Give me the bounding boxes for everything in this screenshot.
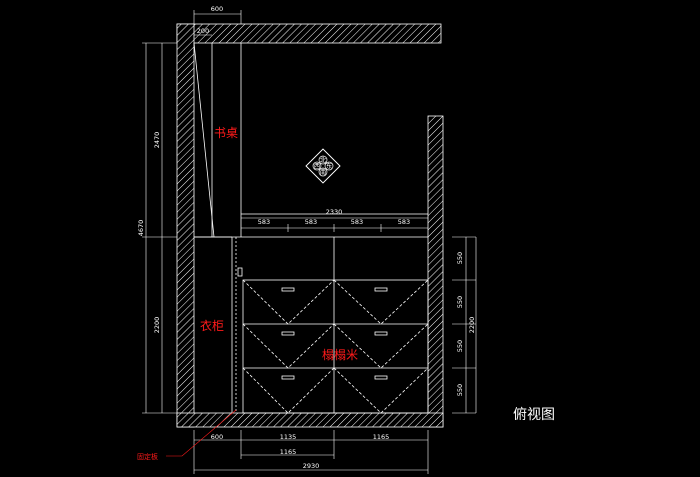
dim-bottom-right: 1165 xyxy=(373,433,390,441)
dimension-labels: 600 200 2470 4670 2200 2330 583 583 583 … xyxy=(137,5,476,470)
dimension-lines xyxy=(142,10,477,474)
compass-w: 西 xyxy=(314,162,321,170)
dim-overall-width: 2930 xyxy=(303,462,320,470)
wardrobe xyxy=(194,236,237,413)
dim-right-row-4: 550 xyxy=(456,384,464,396)
dim-tatami-width: 2330 xyxy=(326,208,343,216)
dim-left-total: 4670 xyxy=(137,220,145,237)
dim-left-lower: 2200 xyxy=(153,317,161,334)
dim-bottom-left: 1135 xyxy=(280,433,297,441)
dim-desk-inner: 200 xyxy=(197,27,209,35)
dim-bottom-wardrobe: 600 xyxy=(211,433,223,441)
label-desk: 书桌 xyxy=(214,126,238,140)
wall-right xyxy=(427,115,444,428)
tatami-platform xyxy=(237,237,429,414)
dim-right-row-2: 550 xyxy=(456,296,464,308)
dim-top-width: 600 xyxy=(211,5,223,13)
dim-right-row-3: 550 xyxy=(456,340,464,352)
compass-n: 北 xyxy=(320,156,327,164)
dim-left-upper: 2470 xyxy=(153,132,161,149)
dim-bottom-mid: 1165 xyxy=(280,448,297,456)
desk-area xyxy=(193,42,428,238)
label-fixed-board: 固定板 xyxy=(137,452,158,461)
view-title: 俯视图 xyxy=(513,407,555,423)
dim-right-row-1: 550 xyxy=(456,252,464,264)
label-tatami: 榻榻米 xyxy=(322,348,358,362)
dim-tatami-seg-4: 583 xyxy=(398,218,410,226)
dim-tatami-seg-3: 583 xyxy=(351,218,363,226)
compass-e: 东 xyxy=(326,161,333,170)
dim-tatami-seg-1: 583 xyxy=(258,218,270,226)
wall-top xyxy=(176,23,442,44)
compass-icon: 北 南 西 东 xyxy=(305,148,341,184)
dim-right-total: 2200 xyxy=(468,317,476,334)
wall-left xyxy=(176,23,195,428)
dim-tatami-seg-2: 583 xyxy=(305,218,317,226)
wall-bottom xyxy=(176,412,444,428)
label-wardrobe: 衣柜 xyxy=(200,318,224,333)
walls xyxy=(176,23,444,428)
compass-s: 南 xyxy=(320,167,327,176)
